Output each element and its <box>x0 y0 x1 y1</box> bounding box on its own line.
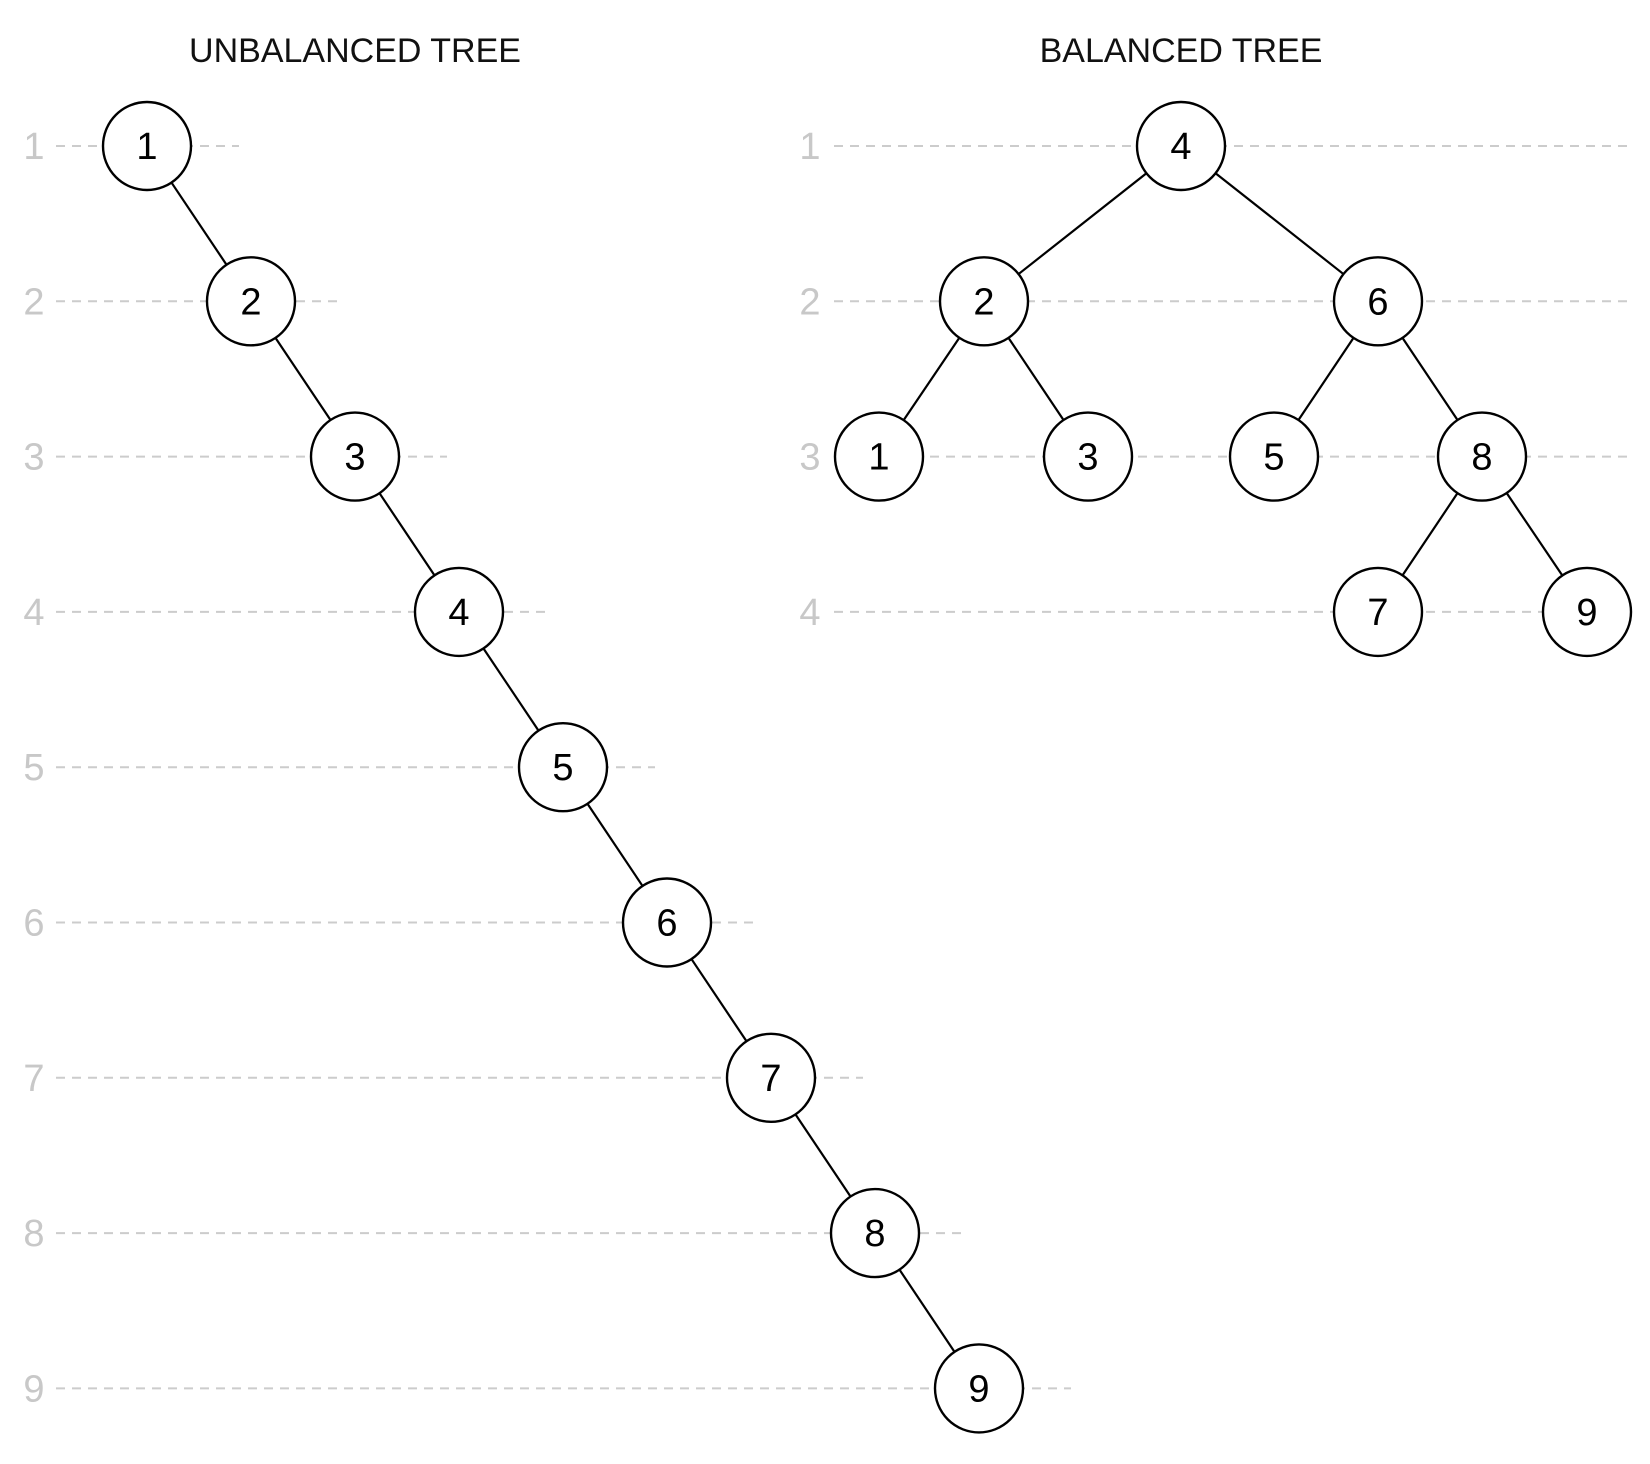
unbalanced-node-label-2: 2 <box>240 281 261 323</box>
balanced-edge-8-7 <box>1401 492 1459 576</box>
unbalanced-node-3: 3 <box>309 411 401 502</box>
balanced-node-label-6: 6 <box>1367 281 1388 323</box>
balanced-nodes: 4 2 6 1 3 5 8 7 9 <box>833 100 1633 658</box>
balanced-node-circle-5 <box>1228 411 1320 502</box>
balanced-edge-6-5 <box>1297 337 1355 421</box>
unbalanced-node-circle-9 <box>933 1343 1025 1434</box>
unbalanced-level-label-2: 2 <box>23 281 44 323</box>
balanced-node-5: 5 <box>1228 411 1320 502</box>
unbalanced-node-label-4: 4 <box>448 592 469 634</box>
balanced-node-label-3: 3 <box>1077 437 1098 479</box>
unbalanced-node-circle-5 <box>517 722 609 813</box>
unbalanced-node-label-5: 5 <box>552 747 573 789</box>
unbalanced-node-circle-6 <box>621 877 713 968</box>
unbalanced-edge-7-8 <box>794 1113 852 1198</box>
balanced-node-9: 9 <box>1541 566 1633 658</box>
balanced-node-circle-7 <box>1332 566 1424 658</box>
balanced-level-label-1: 1 <box>799 126 820 168</box>
unbalanced-edge-4-5 <box>482 647 540 732</box>
balanced-tree-title: BALANCED TREE <box>1040 32 1323 70</box>
unbalanced-level-label-3: 3 <box>23 437 44 479</box>
unbalanced-node-label-7: 7 <box>760 1058 781 1100</box>
unbalanced-node-1: 1 <box>101 100 193 192</box>
balanced-node-label-5: 5 <box>1263 437 1284 479</box>
balanced-edge-2-1 <box>902 337 961 421</box>
balanced-level-label-2: 2 <box>799 281 820 323</box>
unbalanced-node-label-3: 3 <box>344 437 365 479</box>
unbalanced-edge-3-4 <box>378 492 436 576</box>
unbalanced-node-label-6: 6 <box>656 903 677 945</box>
balanced-node-label-9: 9 <box>1576 592 1597 634</box>
unbalanced-node-circle-2 <box>205 256 297 347</box>
balanced-node-7: 7 <box>1332 566 1424 658</box>
unbalanced-level-label-8: 8 <box>23 1213 44 1255</box>
balanced-edge-4-2 <box>1017 172 1148 275</box>
balanced-node-2: 2 <box>938 256 1030 347</box>
balanced-node-circle-4 <box>1135 100 1227 192</box>
balanced-node-4: 4 <box>1135 100 1227 192</box>
unbalanced-node-6: 6 <box>621 877 713 968</box>
balanced-edge-8-9 <box>1505 492 1564 577</box>
unbalanced-level-label-1: 1 <box>23 126 44 168</box>
balanced-node-label-4: 4 <box>1170 126 1191 168</box>
unbalanced-node-circle-4 <box>413 566 505 658</box>
unbalanced-node-circle-1 <box>101 100 193 192</box>
balanced-node-label-8: 8 <box>1471 437 1492 479</box>
balanced-edges <box>902 172 1564 577</box>
unbalanced-node-5: 5 <box>517 722 609 813</box>
unbalanced-level-label-9: 9 <box>23 1368 44 1410</box>
balanced-node-1: 1 <box>833 411 925 502</box>
balanced-node-circle-1 <box>833 411 925 502</box>
balanced-edge-6-8 <box>1401 337 1459 421</box>
unbalanced-node-label-8: 8 <box>864 1213 885 1255</box>
unbalanced-node-circle-7 <box>725 1032 817 1124</box>
balanced-tree-panel: BALANCED TREE 1 2 3 4 4 2 6 1 3 5 8 7 9 <box>799 32 1633 658</box>
balanced-node-label-7: 7 <box>1367 592 1388 634</box>
balanced-node-8: 8 <box>1436 411 1528 502</box>
unbalanced-nodes: 1 2 3 4 5 6 7 8 9 <box>101 100 1025 1434</box>
unbalanced-edge-6-7 <box>690 958 748 1042</box>
balanced-node-circle-3 <box>1042 411 1134 502</box>
balanced-level-label-4: 4 <box>799 592 820 634</box>
unbalanced-edge-5-6 <box>586 803 644 887</box>
balanced-edge-4-6 <box>1214 172 1345 275</box>
balanced-node-label-1: 1 <box>868 437 889 479</box>
unbalanced-tree-panel: UNBALANCED TREE 1 2 3 4 5 6 7 8 9 1 2 3 4 5 6 7 8 9 <box>23 32 1071 1434</box>
unbalanced-node-circle-3 <box>309 411 401 502</box>
balanced-level-label-3: 3 <box>799 437 820 479</box>
unbalanced-level-label-6: 6 <box>23 903 44 945</box>
unbalanced-node-2: 2 <box>205 256 297 347</box>
balanced-node-6: 6 <box>1332 256 1424 347</box>
unbalanced-node-7: 7 <box>725 1032 817 1124</box>
balanced-level-guides: 1 2 3 4 <box>799 126 1630 634</box>
unbalanced-node-9: 9 <box>933 1343 1025 1434</box>
unbalanced-node-4: 4 <box>413 566 505 658</box>
balanced-node-label-2: 2 <box>973 281 994 323</box>
balanced-edge-2-3 <box>1007 337 1065 421</box>
unbalanced-level-label-5: 5 <box>23 747 44 789</box>
unbalanced-tree-title: UNBALANCED TREE <box>189 32 521 70</box>
unbalanced-edge-2-3 <box>274 337 332 421</box>
unbalanced-node-label-1: 1 <box>136 126 157 168</box>
unbalanced-edge-8-9 <box>898 1269 956 1353</box>
unbalanced-node-circle-8 <box>829 1187 921 1279</box>
balanced-node-3: 3 <box>1042 411 1134 502</box>
unbalanced-node-label-9: 9 <box>968 1368 989 1410</box>
unbalanced-edge-1-2 <box>170 181 228 266</box>
unbalanced-level-label-4: 4 <box>23 592 44 634</box>
balanced-node-circle-2 <box>938 256 1030 347</box>
balanced-node-circle-8 <box>1436 411 1528 502</box>
unbalanced-node-8: 8 <box>829 1187 921 1279</box>
balanced-node-circle-6 <box>1332 256 1424 347</box>
balanced-node-circle-9 <box>1541 566 1633 658</box>
unbalanced-level-label-7: 7 <box>23 1058 44 1100</box>
unbalanced-edges <box>170 181 956 1353</box>
